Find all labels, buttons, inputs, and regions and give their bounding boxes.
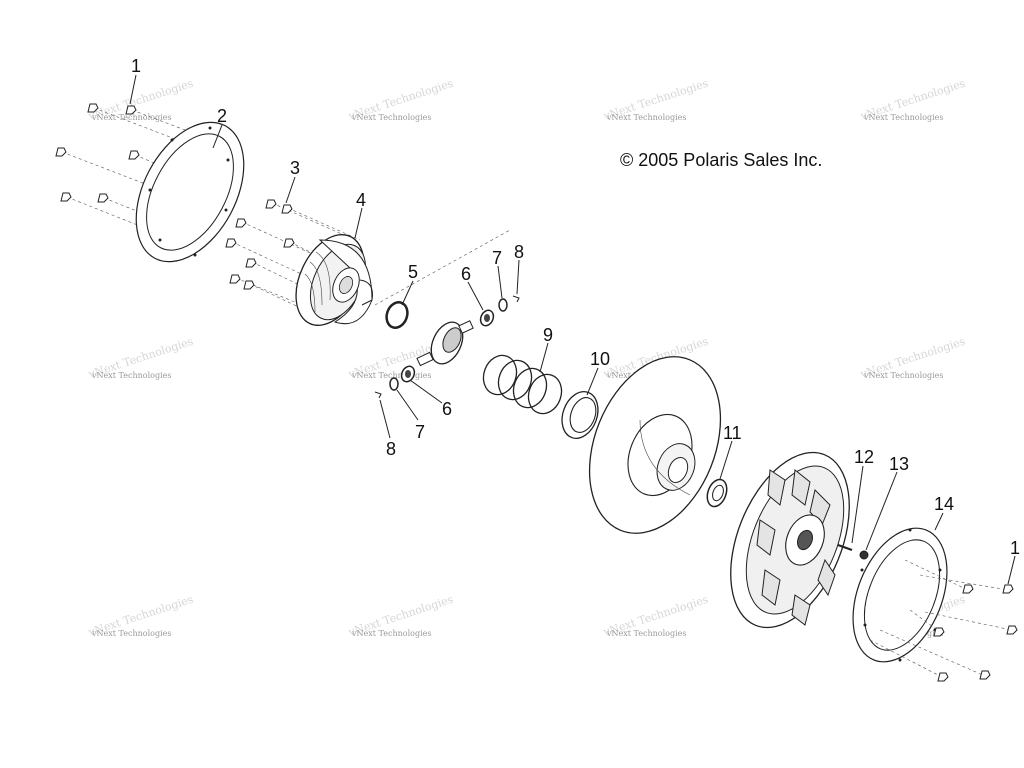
watermark-front-text: vNext Technologies — [351, 113, 431, 122]
watermark: vNext Technologies vNext Technologies — [346, 77, 455, 124]
part-gasket-ring-right — [852, 527, 948, 663]
part-clip-lower — [374, 391, 382, 399]
callout-12: 12 — [854, 447, 874, 467]
watermark-front-text: vNext Technologies — [863, 371, 943, 380]
callout-2: 2 — [217, 106, 227, 126]
callout-6-upper: 6 — [461, 264, 471, 284]
callout-5: 5 — [408, 262, 418, 282]
part-fan-plate — [730, 451, 850, 629]
callout-14: 14 — [934, 494, 954, 514]
watermark-front-text: vNext Technologies — [91, 629, 171, 638]
watermark-front-text: vNext Technologies — [606, 629, 686, 638]
part-bolts-right — [869, 559, 1018, 682]
part-nut-13 — [859, 550, 869, 560]
part-gasket-ring-left — [135, 121, 245, 263]
callout-7-upper: 7 — [492, 248, 502, 268]
watermark: vNext Technologies vNext Technologies — [346, 593, 455, 640]
callout-labels: 1 2 3 4 5 6 7 8 9 10 11 12 13 14 1 6 7 8 — [131, 56, 1020, 558]
part-washer-upper — [498, 298, 508, 312]
part-washer-11 — [706, 478, 728, 508]
callout-4: 4 — [356, 190, 366, 210]
watermark: vNext Technologies vNext Technologies — [601, 77, 710, 124]
watermark: vNext Technologies vNext Technologies — [858, 335, 967, 382]
part-spring — [482, 354, 563, 415]
watermark: vNext Technologies vNext Technologies — [86, 77, 195, 124]
callout-3: 3 — [290, 158, 300, 178]
part-shaft-hub — [374, 229, 511, 367]
part-sheave-disc — [588, 356, 722, 534]
callout-7-lower: 7 — [415, 422, 425, 442]
watermark-front-text: vNext Technologies — [606, 113, 686, 122]
copyright-notice: © 2005 Polaris Sales Inc. — [620, 150, 822, 170]
watermark-front-text: vNext Technologies — [863, 113, 943, 122]
part-housing-cover — [295, 234, 373, 326]
callout-8-lower: 8 — [386, 439, 396, 459]
part-pin-12 — [837, 544, 853, 551]
watermark-front-text: vNext Technologies — [91, 113, 171, 122]
leader-lines — [129, 74, 1016, 585]
callout-11: 11 — [723, 423, 742, 443]
watermark-front-text: vNext Technologies — [91, 371, 171, 380]
callout-1-left: 1 — [131, 56, 141, 76]
callout-6-lower: 6 — [442, 399, 452, 419]
part-bearing-lower — [400, 365, 416, 383]
watermark-front-text: vNext Technologies — [351, 371, 431, 380]
callout-1-right: 1 — [1010, 538, 1020, 558]
watermark-front-text: vNext Technologies — [351, 629, 431, 638]
callout-8-upper: 8 — [514, 242, 524, 262]
watermark: vNext Technologies vNext Technologies — [86, 335, 195, 382]
watermark: vNext Technologies vNext Technologies — [601, 593, 710, 640]
callout-9: 9 — [543, 325, 553, 345]
part-bearing-upper — [479, 309, 495, 327]
callout-13: 13 — [889, 454, 909, 474]
watermark: vNext Technologies vNext Technologies — [86, 593, 195, 640]
watermark: vNext Technologies vNext Technologies — [858, 77, 967, 124]
part-clip-upper — [512, 295, 520, 303]
part-seal-ring — [385, 301, 409, 329]
part-washer-lower — [389, 377, 399, 391]
callout-10: 10 — [590, 349, 610, 369]
